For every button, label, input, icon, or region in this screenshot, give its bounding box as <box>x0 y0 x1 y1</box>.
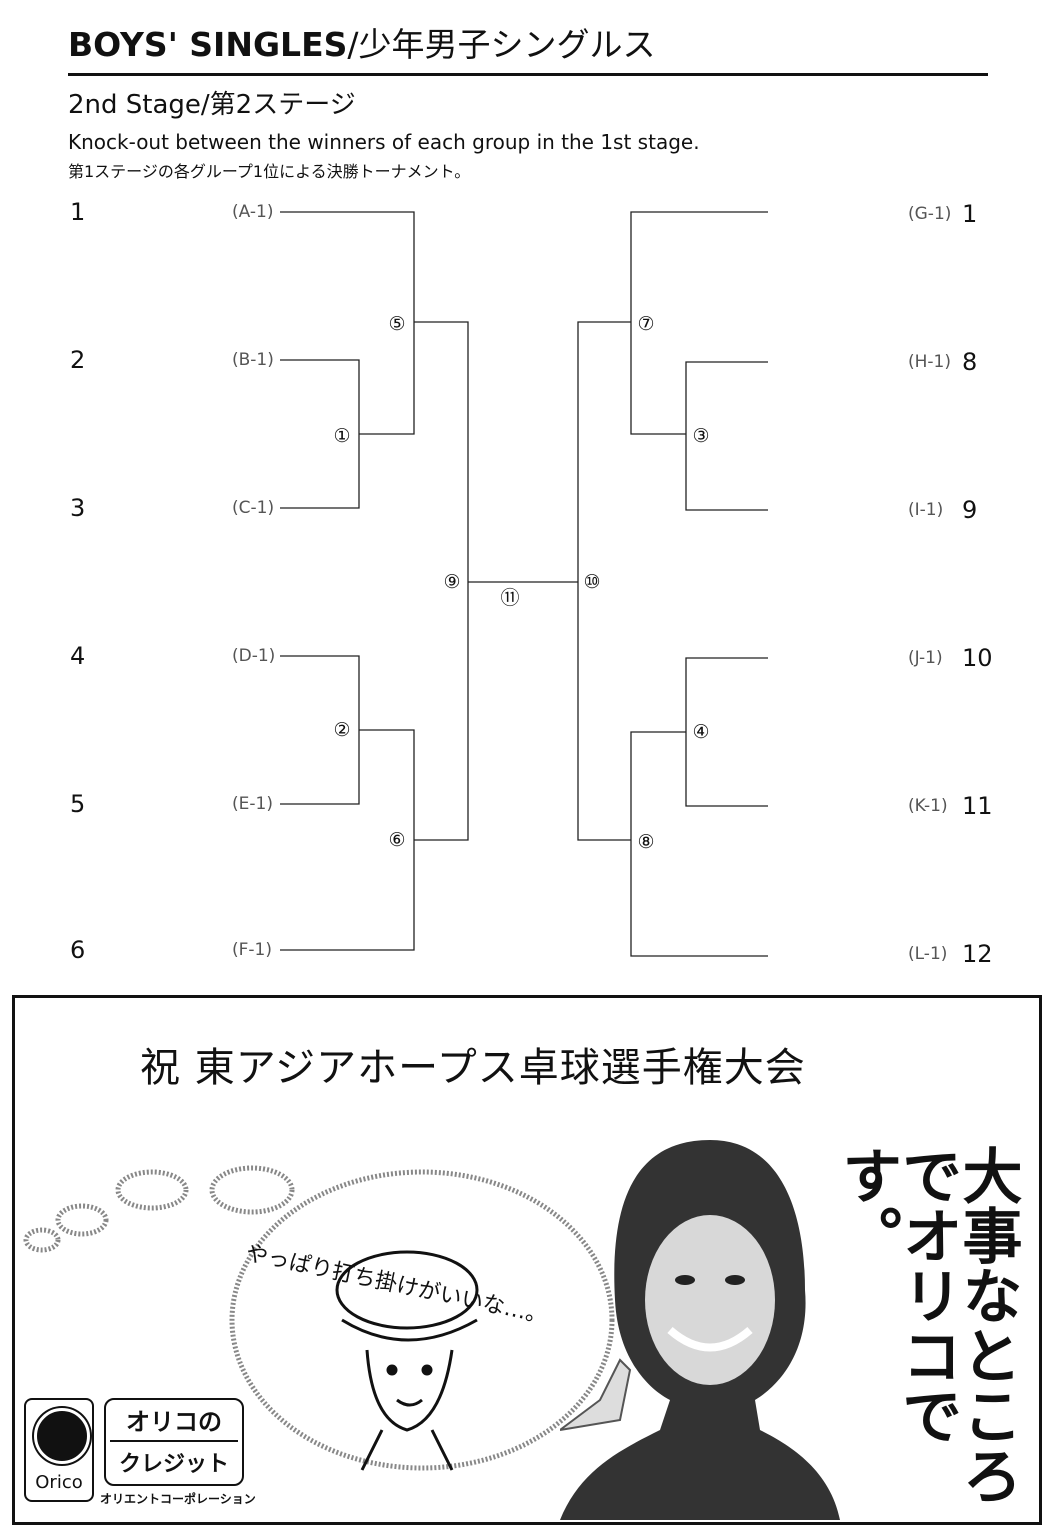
right-group-j: (J-1) <box>908 648 943 668</box>
left-group-a: (A-1) <box>232 202 274 222</box>
right-group-k: (K-1) <box>908 796 948 816</box>
right-seed-4: 10 <box>962 644 993 672</box>
title-english: BOYS' SINGLES <box>68 25 348 64</box>
match-8-label: ⑧ <box>637 831 655 853</box>
right-group-l: (L-1) <box>908 944 948 964</box>
left-seed-4: 4 <box>70 642 86 670</box>
bracket-line-g <box>630 211 768 322</box>
bracket-line-m5 <box>414 321 469 582</box>
bracket-line-a <box>280 211 415 322</box>
bracket-line-b <box>280 359 360 434</box>
match-5-label: ⑤ <box>388 313 406 335</box>
left-group-b: (B-1) <box>232 350 274 370</box>
credit-badge <box>104 1398 244 1486</box>
description-english: Knock-out between the winners of each gr… <box>68 130 700 154</box>
credit-badge-divider <box>110 1440 238 1442</box>
thought-bubble-small-3 <box>115 1169 189 1211</box>
model-photo <box>560 1140 840 1520</box>
right-seed-2: 8 <box>962 348 978 376</box>
title-japanese: /少年男子シングルス <box>347 25 656 64</box>
ad-slogan: 大事なところでオリコです。 <box>832 1145 1022 1505</box>
bracket-line-c <box>280 434 360 509</box>
orico-logo-word: Orico <box>35 1472 83 1493</box>
bracket-line-m6 <box>414 582 469 841</box>
advertisement-frame <box>12 995 1042 1525</box>
thought-bubble-small-1 <box>23 1227 61 1253</box>
bracket-line-f <box>280 840 415 951</box>
right-group-h: (H-1) <box>908 352 951 372</box>
bracket-line-j <box>685 657 768 732</box>
company-name: オリエントコーポレーション <box>100 1492 256 1506</box>
match-10-label: ⑩ <box>583 571 601 593</box>
bracket-line-e <box>280 730 360 805</box>
left-seed-6: 6 <box>70 936 86 964</box>
bracket-line-h <box>685 361 768 434</box>
orico-logo-circle-icon <box>34 1408 90 1464</box>
left-seed-1: 1 <box>70 198 86 226</box>
bracket-line-k <box>685 732 768 807</box>
thought-bubble-small-2 <box>55 1203 109 1237</box>
bracket-line-m8 <box>577 582 631 841</box>
match-1-label: ① <box>333 425 351 447</box>
right-seed-6: 12 <box>962 940 993 968</box>
bracket-line-i <box>685 434 768 511</box>
bracket-line-l <box>630 840 768 957</box>
credit-badge-line2: クレジット <box>118 1452 229 1477</box>
thought-bubble-main <box>229 1169 615 1471</box>
match-7-label: ⑦ <box>637 313 655 335</box>
right-seed-5: 11 <box>962 792 993 820</box>
cartoon-character <box>335 1250 479 1471</box>
match-4-label: ④ <box>692 721 710 743</box>
bracket-line-m4 <box>630 731 686 840</box>
left-group-c: (C-1) <box>232 498 275 518</box>
right-group-i: (I-1) <box>908 500 944 520</box>
stage-heading: 2nd Stage/第2ステージ <box>68 90 356 120</box>
page-title: BOYS' SINGLES/少年男子シングルス <box>68 18 656 66</box>
left-seed-5: 5 <box>70 790 86 818</box>
match-2-label: ② <box>333 719 351 741</box>
bracket-line-m3 <box>630 322 686 435</box>
left-group-e: (E-1) <box>232 794 273 814</box>
match-11-label: ⑪ <box>500 587 520 609</box>
description-japanese: 第1ステージの各グループ1位による決勝トーナメント。 <box>68 162 471 181</box>
thought-bubble <box>23 1165 615 1471</box>
ad-headline: 祝 東アジアホープス卓球選手権大会 <box>140 1045 806 1091</box>
left-group-f: (F-1) <box>232 940 272 960</box>
bracket-line-m7 <box>577 321 631 582</box>
left-group-d: (D-1) <box>232 646 276 666</box>
credit-badge-line1: オリコの <box>126 1408 222 1436</box>
bracket-line-m1 <box>359 322 415 435</box>
left-seed-2: 2 <box>70 346 86 374</box>
bracket-line-d <box>280 655 360 730</box>
orico-logo <box>24 1398 94 1502</box>
left-seed-3: 3 <box>70 494 86 522</box>
title-divider <box>68 73 988 76</box>
bracket-line-m2 <box>359 729 415 840</box>
thought-bubble-small-4 <box>209 1165 295 1215</box>
tournament-bracket <box>280 211 768 957</box>
right-seed-3: 9 <box>962 496 978 524</box>
match-3-label: ③ <box>692 425 710 447</box>
match-9-label: ⑨ <box>443 571 461 593</box>
right-seed-1: 1 <box>962 200 978 228</box>
right-group-g: (G-1) <box>908 204 952 224</box>
match-6-label: ⑥ <box>388 829 406 851</box>
